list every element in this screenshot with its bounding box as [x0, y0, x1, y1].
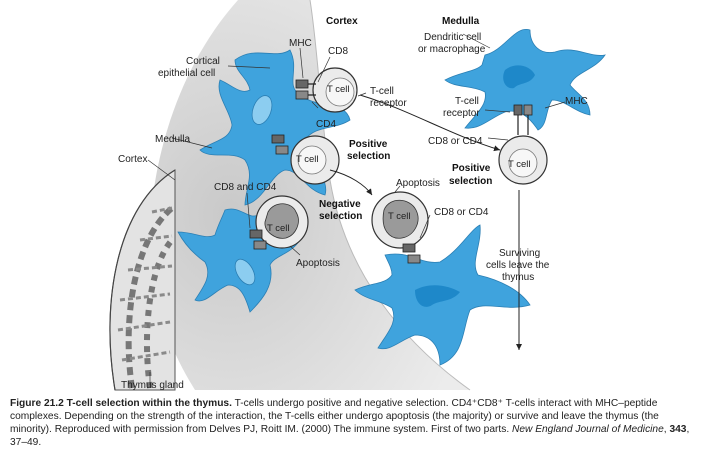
- label-negative: Negative: [319, 199, 361, 210]
- caption-journal: New England Journal of Medicine: [511, 424, 664, 435]
- label-positive: Positive: [349, 139, 388, 150]
- label-t-cell-apoptotic-left: T cell: [267, 223, 290, 234]
- medullary-cell-nucleus: [415, 285, 460, 307]
- label-surviving-1: Surviving: [499, 248, 540, 259]
- caption-pages: , 37–49.: [10, 424, 690, 448]
- label-apoptosis-mid: Apoptosis: [396, 178, 440, 189]
- caption-sep: ,: [663, 424, 670, 435]
- label-epithelial-cell: epithelial cell: [158, 68, 215, 79]
- caption-volume: 343: [669, 424, 687, 435]
- label-apoptosis-low: Apoptosis: [296, 258, 340, 269]
- label-t-cell-medulla: T cell: [508, 159, 531, 170]
- label-cd8-or-cd4-upper: CD8 or CD4: [428, 136, 483, 147]
- label-mhc-left: MHC: [289, 38, 312, 49]
- t-cell-apoptotic-left: [249, 195, 309, 250]
- label-cd8-and-cd4: CD8 and CD4: [214, 182, 277, 193]
- t-cell-cortex-top: [295, 67, 358, 113]
- caption-title: Figure 21.2 T-cell selection within the …: [10, 398, 232, 409]
- t-cell-positive-selection: [271, 134, 340, 185]
- label-t-cell-receptor-1: T-cell: [370, 86, 394, 97]
- label-positive-right: Positive: [452, 163, 491, 174]
- label-medulla-top: Medulla: [442, 16, 480, 27]
- label-cortex-top: Cortex: [326, 16, 358, 27]
- label-t-cell-right-1: T-cell: [455, 96, 479, 107]
- label-selection-right: selection: [449, 176, 492, 187]
- label-or-macrophage: or macrophage: [418, 44, 486, 55]
- figure-caption: Figure 21.2 T-cell selection within the …: [10, 397, 694, 449]
- label-t-cell-positive: T cell: [296, 154, 319, 165]
- label-surviving-3: thymus: [502, 272, 534, 283]
- thymus-gland-illustration: [109, 169, 176, 391]
- arrow-to-apoptosis: [329, 169, 373, 196]
- label-t-cell-right-2: receptor: [443, 108, 480, 119]
- label-surviving-2: cells leave the: [486, 260, 550, 271]
- epithelial-nucleus-upper: [251, 95, 273, 125]
- arrow-to-medulla: [359, 94, 501, 152]
- t-cell-medulla: [498, 104, 548, 185]
- dendritic-cell-nucleus: [503, 65, 535, 89]
- caption-body: T-cells undergo positive and negative se…: [10, 398, 659, 435]
- label-t-cell-apoptotic-mid: T cell: [388, 211, 411, 222]
- label-negative-selection: selection: [319, 211, 362, 222]
- leader-lines: [147, 33, 566, 385]
- epithelial-nucleus-lower: [234, 258, 256, 286]
- label-cd8-top: CD8: [328, 46, 348, 57]
- label-selection: selection: [347, 151, 390, 162]
- label-mhc-right: MHC: [565, 96, 588, 107]
- label-thymus-gland: Thymus gland: [121, 380, 184, 391]
- cortex-medulla-boundary: [309, 0, 471, 391]
- thymus-selection-diagram: Cortex Medulla Dendritic cell or macroph…: [109, 0, 606, 391]
- t-cell-apoptotic-mid: [371, 191, 429, 264]
- label-dendritic-cell: Dendritic cell: [424, 32, 481, 43]
- label-cortical: Cortical: [186, 56, 220, 67]
- label-t-cell-receptor-2: receptor: [370, 98, 407, 109]
- label-t-cell-top: T cell: [327, 84, 350, 95]
- label-cd8-or-cd4-lower: CD8 or CD4: [434, 207, 489, 218]
- label-cortex-left: Cortex: [118, 154, 147, 165]
- label-cd4: CD4: [316, 119, 336, 130]
- label-medulla-left: Medulla: [155, 134, 190, 145]
